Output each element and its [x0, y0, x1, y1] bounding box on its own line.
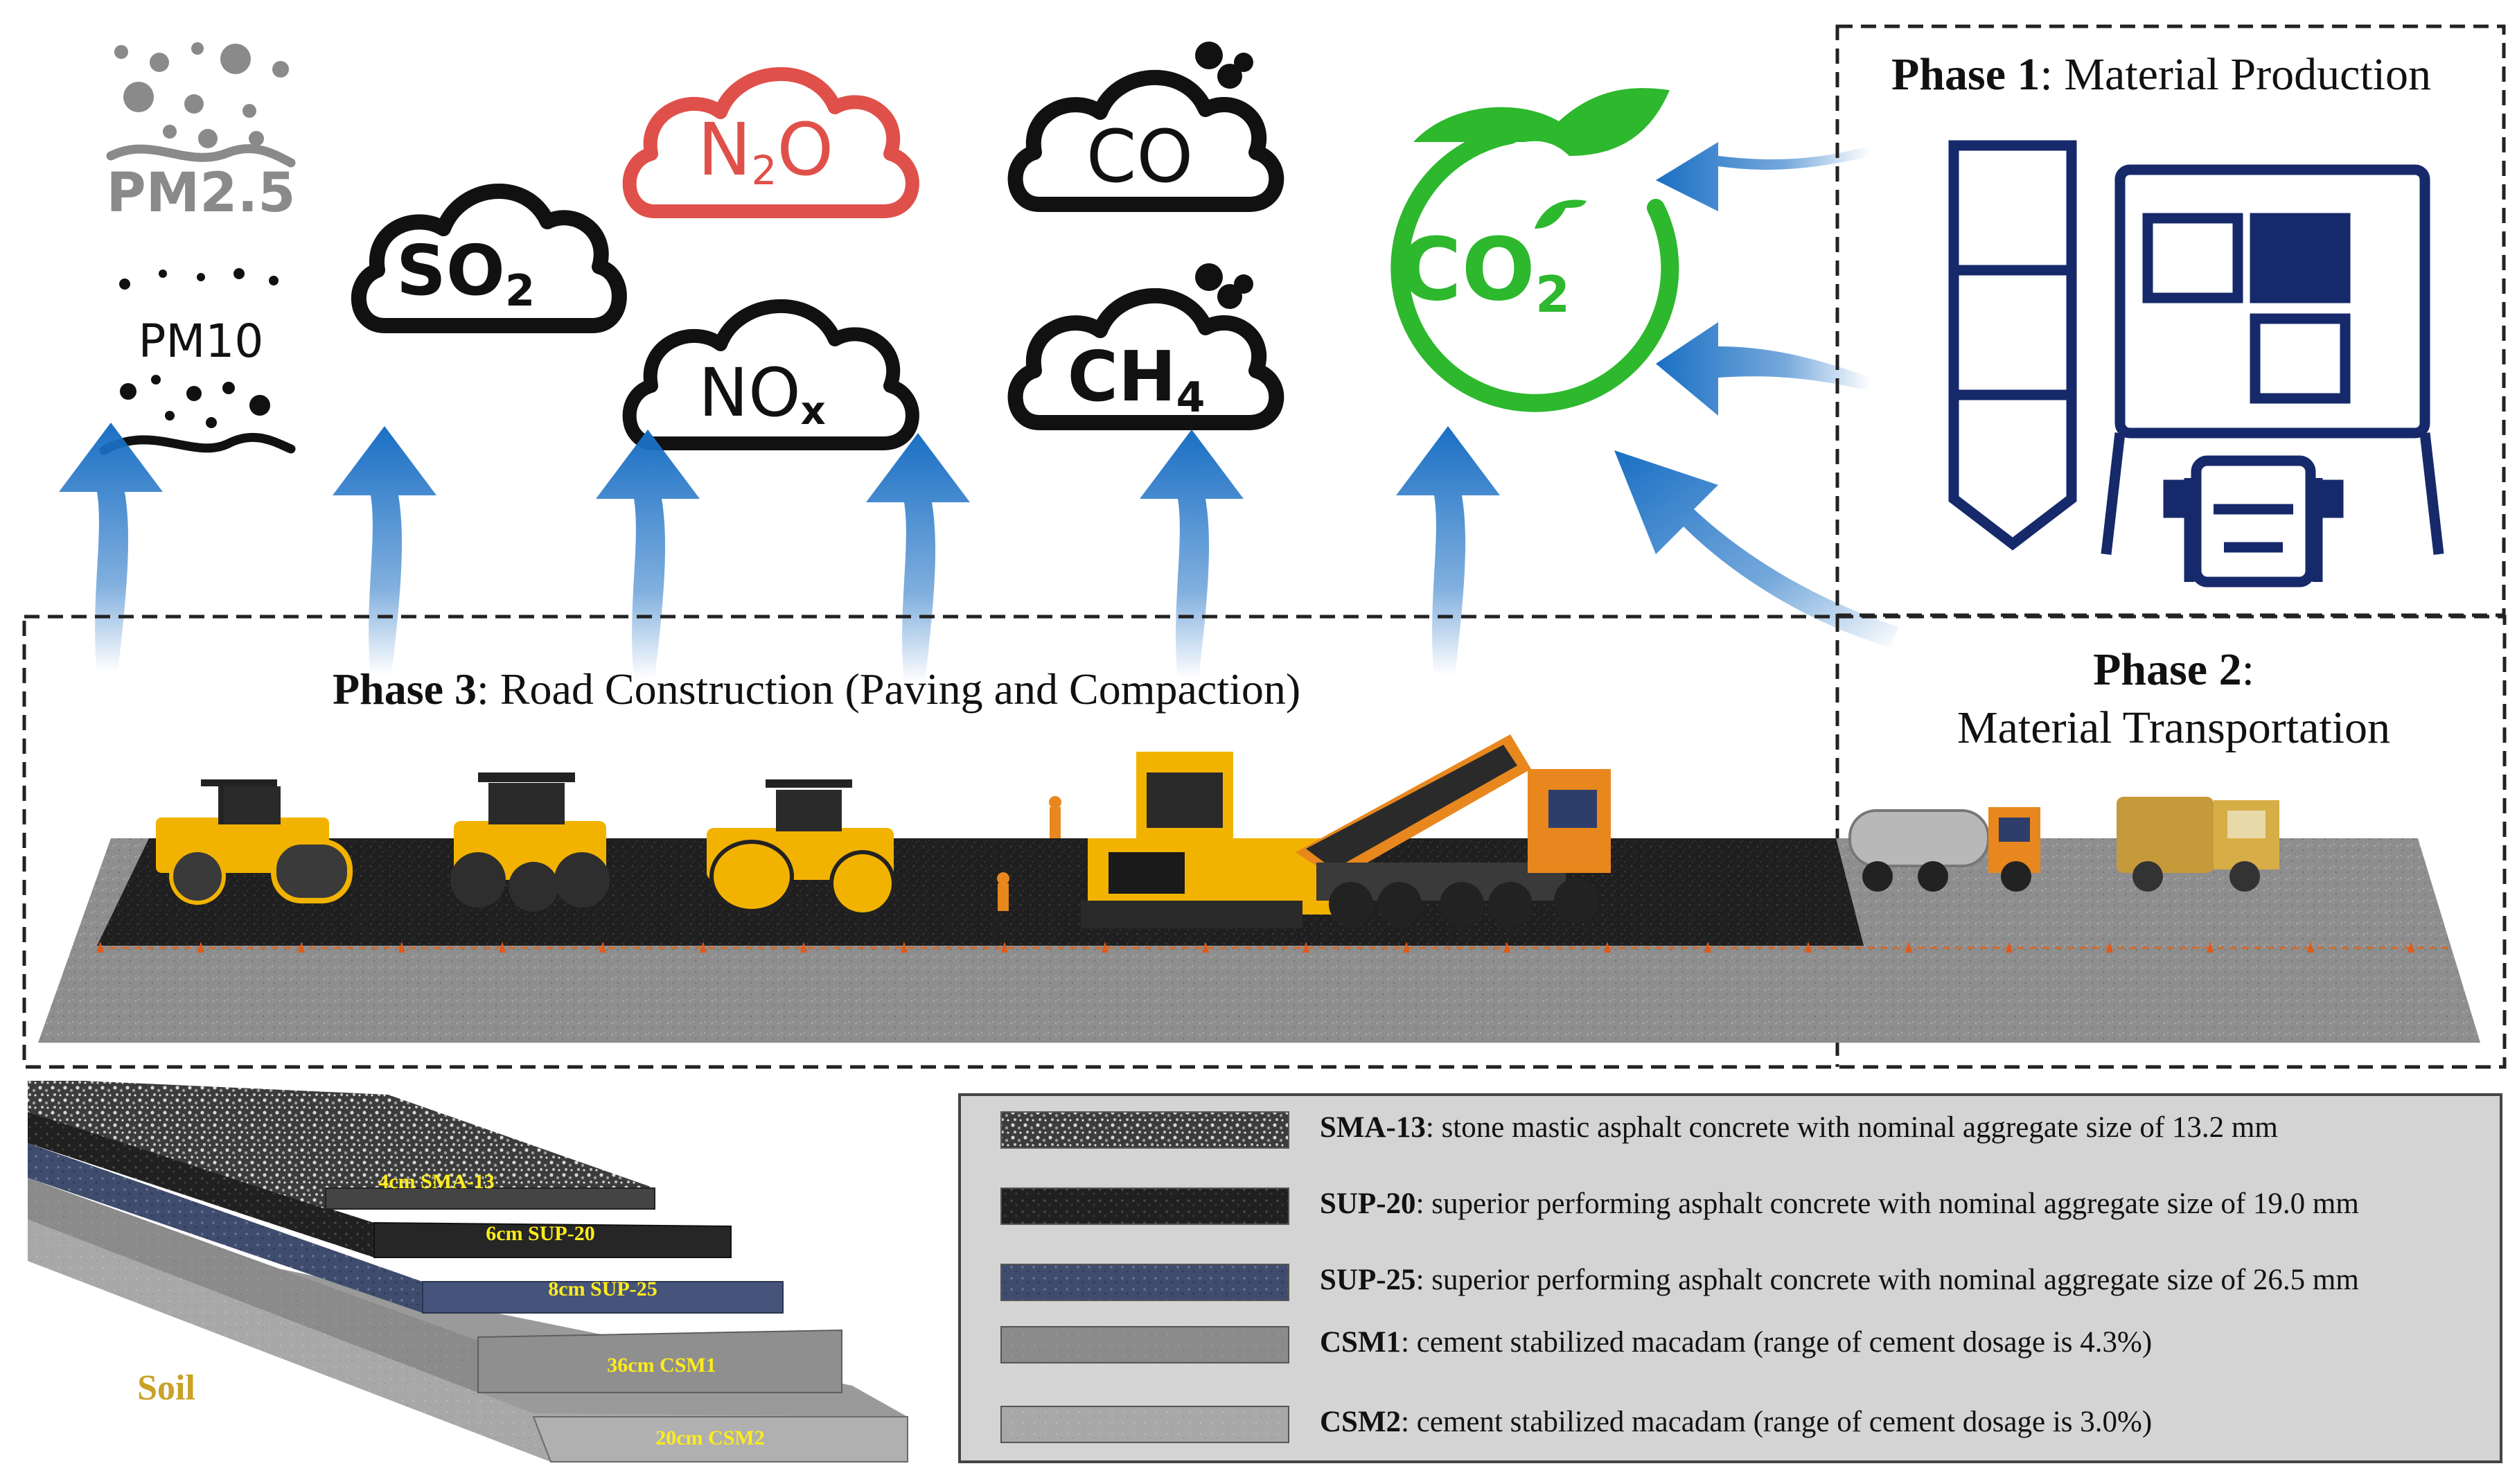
phase2-label: Phase 2:Material Transportation	[1957, 644, 2391, 753]
layer-label-sup20: 6cm SUP-20	[486, 1222, 594, 1245]
arrow-diagonal-icon	[1614, 450, 1898, 648]
phase1-label: Phase 1: Material Production	[1891, 48, 2431, 101]
road-roller-1	[156, 779, 353, 905]
road-scene	[38, 734, 2480, 1043]
soil-label: Soil	[137, 1368, 195, 1408]
co2-label: CO2	[1398, 220, 1570, 324]
legend-row-csm1: CSM1: cement stabilized macadam (range o…	[1320, 1326, 2153, 1359]
pavement-cross-section: 4cm SMA-13 6cm SUP-20 8cm SUP-25 36cm CS…	[28, 1081, 908, 1463]
phase3-label: Phase 3: Road Construction (Paving and C…	[333, 664, 1300, 715]
phase3-desc: : Road Construction (Paving and Compacti…	[477, 664, 1301, 714]
arrow-up-icon	[1140, 430, 1244, 679]
arrow-left-icon	[1656, 322, 1871, 416]
legend-swatch-sma13	[1000, 1111, 1289, 1149]
dump-truck	[1296, 734, 1611, 926]
arrow-left-icon	[1656, 142, 1871, 211]
co-cloud-icon: CO	[1007, 42, 1284, 212]
asphalt-paver	[1081, 752, 1358, 928]
arrow-up-icon	[333, 426, 436, 675]
layer-label-csm1: 36cm CSM1	[607, 1354, 716, 1377]
co-label: CO	[1086, 114, 1193, 199]
phase3-box	[22, 615, 2507, 1069]
legend-row-sup25: SUP-25: superior performing asphalt conc…	[1320, 1264, 2359, 1296]
workers	[997, 796, 1061, 911]
layer-label-sma13: 4cm SMA-13	[378, 1170, 494, 1193]
layer-label-sup25: 8cm SUP-25	[548, 1278, 657, 1300]
nox-cloud-icon: NOx	[622, 299, 919, 450]
legend-row-sup20: SUP-20: superior performing asphalt conc…	[1320, 1187, 2359, 1220]
layer-label-csm2: 20cm CSM2	[655, 1426, 764, 1449]
emission-arrows-left	[1614, 142, 1898, 648]
road-roller-2	[450, 772, 610, 912]
ch4-cloud-icon: CH4	[1007, 263, 1284, 430]
ch4-label: CH4	[1068, 336, 1205, 422]
so2-cloud-icon: SO2	[351, 184, 627, 333]
legend-swatch-sup25	[1000, 1264, 1289, 1301]
n2o-label: N2O	[698, 107, 834, 194]
phase2-desc: Material Transportation	[1957, 703, 2391, 753]
emission-arrows-up	[59, 423, 1500, 682]
phase1-box	[1835, 24, 2506, 617]
pm10-label: PM10	[139, 315, 264, 368]
arrow-up-icon	[596, 430, 700, 679]
n2o-cloud-icon: N2O	[622, 67, 919, 218]
phase2-name: Phase 2	[2093, 644, 2242, 695]
sweeper-truck	[2117, 797, 2279, 892]
phase1-name: Phase 1	[1891, 49, 2040, 100]
pm10-icon: PM10	[99, 268, 296, 455]
nox-label: NOx	[698, 354, 826, 434]
legend-swatch-csm1	[1000, 1326, 1289, 1363]
arrow-up-icon	[866, 433, 970, 682]
legend-row-csm2: CSM2: cement stabilized macadam (range o…	[1320, 1406, 2153, 1438]
phase1-desc: : Material Production	[2040, 49, 2432, 100]
legend-row-sma13: SMA-13: stone mastic asphalt concrete wi…	[1320, 1111, 2278, 1144]
tanker-truck	[1848, 807, 2040, 892]
road-roller-3	[707, 779, 896, 917]
phase3-name: Phase 3	[333, 664, 477, 714]
so2-label: SO2	[396, 230, 535, 316]
legend-swatch-sup20	[1000, 1187, 1289, 1225]
pm25-icon: PM2.5	[106, 42, 296, 224]
asphalt-plant-icon	[1948, 140, 2444, 588]
pm25-label: PM2.5	[107, 162, 296, 224]
co2-leaf-icon: CO2	[1390, 88, 1679, 412]
arrow-up-icon	[1396, 426, 1500, 675]
legend-swatch-csm2	[1000, 1406, 1289, 1443]
arrow-up-icon	[59, 423, 163, 672]
